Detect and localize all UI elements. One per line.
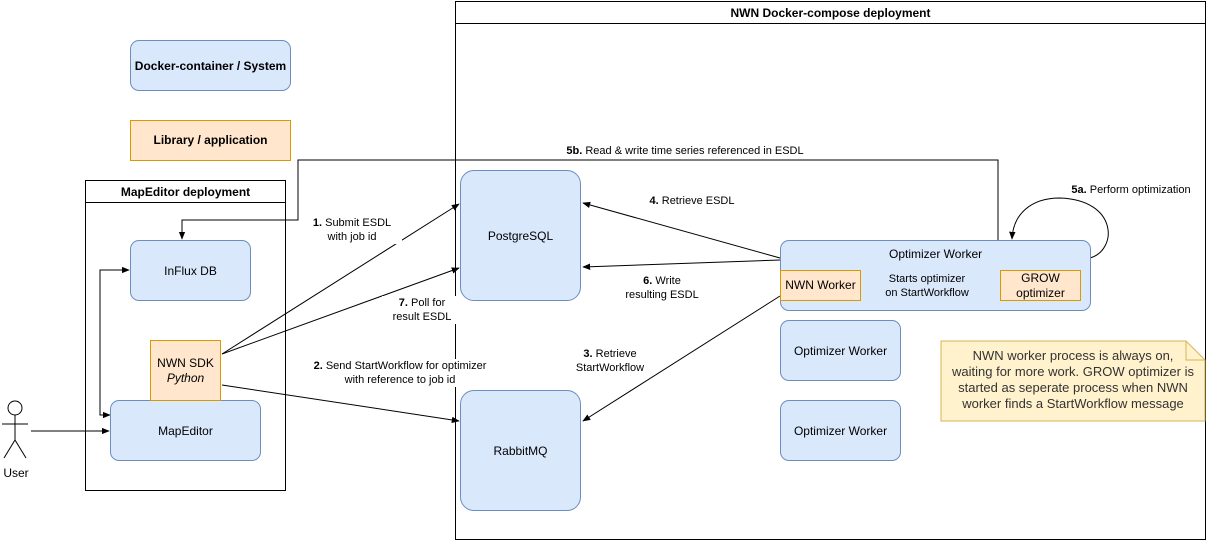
postgresql-node: PostgreSQL <box>460 170 581 301</box>
influxdb-node: InFlux DB <box>130 240 251 301</box>
label-write-esdl-line2: resulting ESDL <box>625 289 699 301</box>
label-time-series-num: 5b. <box>566 145 583 157</box>
mapeditor-deployment-title: MapEditor deployment <box>86 181 285 203</box>
label-retrieve-startworkflow-line2: StartWorkflow <box>575 362 645 374</box>
label-write-esdl-text: Write <box>652 275 681 287</box>
label-perform-optimization: 5a. Perform optimization <box>1060 183 1202 197</box>
optimizer-worker-main-label: Optimizer Worker <box>889 247 983 261</box>
edge-mapeditor-influx <box>99 266 130 419</box>
note-text: NWN worker process is always on, waiting… <box>941 348 1205 412</box>
label-poll-result-line2: result ESDL <box>392 311 452 323</box>
label-submit-esdl: 1. Submit ESDL with job id <box>302 216 402 244</box>
edge-time-series <box>178 159 999 240</box>
label-starts-optimizer-line1: Starts optimizer <box>888 273 966 285</box>
edge-retrieve-startworkflow <box>582 295 781 422</box>
nwn-sdk-language: Python <box>166 370 205 385</box>
label-send-startworkflow-text: Send StartWorkflow for optimizer <box>322 360 487 372</box>
legend-library: Library / application <box>130 120 291 161</box>
label-perform-optimization-num: 5a. <box>1071 184 1087 196</box>
edge-submit-esdl <box>221 203 460 355</box>
label-retrieve-startworkflow: 3. Retrieve StartWorkflow <box>565 347 655 375</box>
label-submit-esdl-text: Submit ESDL <box>322 217 392 229</box>
label-send-startworkflow: 2. Send StartWorkflow for optimizer with… <box>300 359 500 387</box>
label-write-esdl-num: 6. <box>643 275 653 287</box>
label-send-startworkflow-num: 2. <box>313 360 323 372</box>
label-poll-result-num: 7. <box>398 297 408 309</box>
grow-optimizer-line1: GROW <box>1021 270 1060 285</box>
label-starts-optimizer-line2: on StartWorkflow <box>885 287 969 299</box>
grow-optimizer-line2: optimizer <box>1016 285 1065 300</box>
label-perform-optimization-text: Perform optimization <box>1086 184 1191 196</box>
edge-perform-optimization <box>1009 197 1109 259</box>
grow-optimizer-node: GROW optimizer <box>1000 270 1081 301</box>
edge-write-esdl <box>582 259 781 270</box>
label-retrieve-esdl-num: 4. <box>649 195 659 207</box>
label-starts-optimizer: Starts optimizer on StartWorkflow <box>877 272 977 300</box>
label-submit-esdl-num: 1. <box>312 217 323 229</box>
label-retrieve-startworkflow-text: Retrieve <box>592 348 637 360</box>
label-send-startworkflow-line2: with reference to job id <box>344 374 456 386</box>
label-retrieve-esdl: 4. Retrieve ESDL <box>637 194 747 208</box>
nwn-sdk-node: NWN SDK Python <box>150 340 221 401</box>
edge-poll-result <box>221 267 460 355</box>
edge-retrieve-esdl <box>582 201 781 259</box>
user-label: User <box>3 466 29 480</box>
nwn-worker-node: NWN Worker <box>780 270 861 301</box>
legend-container: Docker-container / System <box>130 40 291 91</box>
nwn-deployment-title: NWN Docker-compose deployment <box>456 2 1205 24</box>
user-actor-icon <box>2 400 28 459</box>
edge-send-startworkflow <box>221 384 460 424</box>
nwn-sdk-title: NWN SDK <box>157 355 214 370</box>
label-time-series-text: Read & write time series referenced in E… <box>582 145 804 157</box>
note-line-1: NWN worker process is always on, <box>972 348 1174 363</box>
note-shape <box>940 340 1206 422</box>
rabbitmq-node: RabbitMQ <box>460 390 581 511</box>
note-line-2: waiting for more work. GROW optimizer is <box>952 364 1194 379</box>
optimizer-worker-3: Optimizer Worker <box>780 400 901 461</box>
mapeditor-node: MapEditor <box>110 400 261 461</box>
note-line-4: worker finds a StartWorkflow message <box>962 396 1184 411</box>
label-submit-esdl-line2: with job id <box>327 231 377 243</box>
note-line-3: started as seperate process when NWN <box>958 380 1188 395</box>
label-retrieve-startworkflow-num: 3. <box>583 348 593 360</box>
mapeditor-deployment-frame: MapEditor deployment <box>85 180 286 491</box>
label-write-esdl: 6. Write resulting ESDL <box>612 274 712 302</box>
optimizer-worker-2: Optimizer Worker <box>780 320 901 381</box>
label-retrieve-esdl-text: Retrieve ESDL <box>658 195 735 207</box>
label-poll-result-text: Poll for <box>407 297 446 309</box>
label-poll-result: 7. Poll for result ESDL <box>382 296 462 324</box>
label-time-series: 5b. Read & write time series referenced … <box>550 144 820 158</box>
